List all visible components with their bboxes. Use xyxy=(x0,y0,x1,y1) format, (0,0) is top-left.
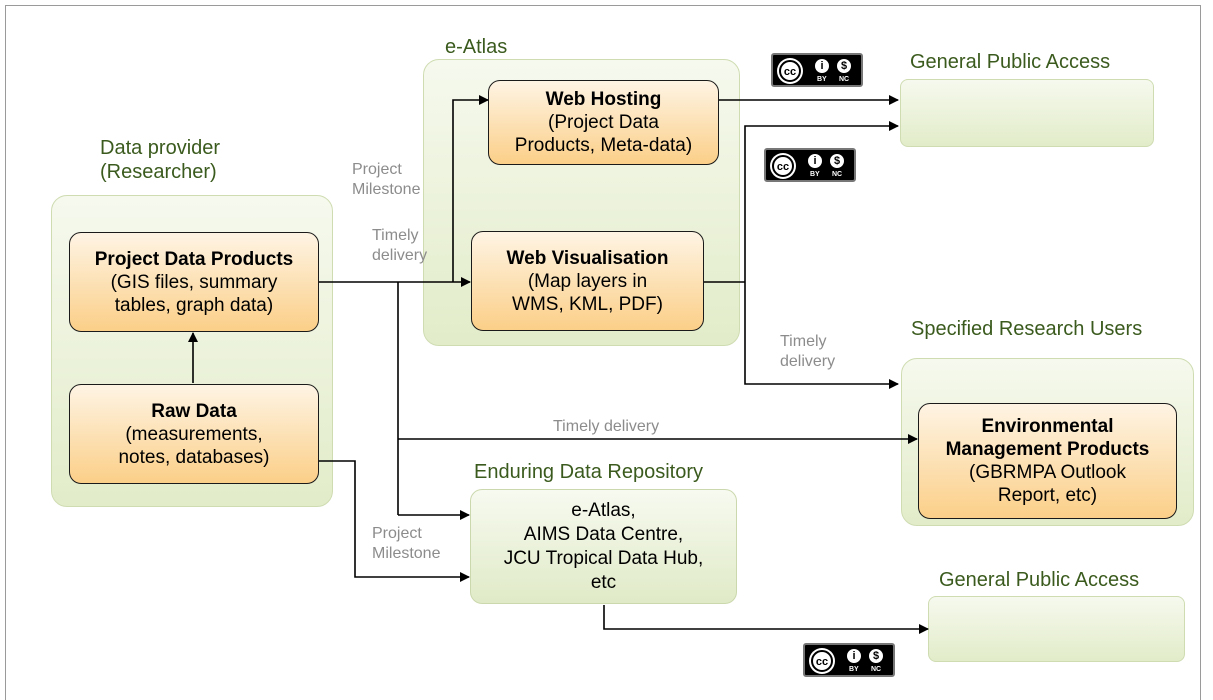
cc-symbol: cc xyxy=(772,155,794,177)
web-hosting-body: (Project Data Products, Meta-data) xyxy=(514,112,693,156)
general-public-group-2 xyxy=(928,596,1185,662)
web-hosting-title: Web Hosting xyxy=(545,89,662,110)
env-management-box: Environmental Management Products (GBRMP… xyxy=(918,403,1177,519)
edge-repo-to-public xyxy=(603,605,929,634)
by-symbol: i xyxy=(813,57,831,75)
e-atlas-label: e-Atlas xyxy=(445,36,508,58)
web-hosting-box: Web Hosting (Project Data Products, Meta… xyxy=(488,80,719,165)
env-mgmt-title: Environmental Management Products xyxy=(945,416,1150,460)
nc-text: NC xyxy=(832,171,843,178)
project-data-title: Project Data Products xyxy=(94,248,294,270)
cc-symbol: cc xyxy=(779,60,801,82)
general-public-label-2: General Public Access xyxy=(939,569,1140,591)
cc-by-nc-license-icon: cc i $ BY NC xyxy=(771,53,863,87)
enduring-repo-box: e-Atlas, AIMS Data Centre, JCU Tropical … xyxy=(470,489,737,604)
by-text: BY xyxy=(849,666,859,673)
project-data-products-box: Project Data Products (GIS files, summar… xyxy=(69,232,319,332)
project-data-body: (GIS files, summary tables, graph data) xyxy=(110,271,278,316)
nc-symbol: $ xyxy=(867,647,885,665)
general-public-label-1: General Public Access xyxy=(910,51,1111,73)
web-vis-body: (Map layers in WMS, KML, PDF) xyxy=(512,270,663,315)
raw-data-title: Raw Data xyxy=(151,400,237,422)
web-visualisation-box: Web Visualisation (Map layers in WMS, KM… xyxy=(471,231,704,331)
project-milestone-label-2: Project Milestone xyxy=(372,525,441,562)
timely-delivery-label-2: Timely delivery xyxy=(780,333,836,370)
timely-delivery-label-3: Timely delivery xyxy=(553,418,660,435)
raw-data-body: (measurements, notes, databases) xyxy=(118,423,270,468)
by-symbol: i xyxy=(845,647,863,665)
data-provider-label: Data provider (Researcher) xyxy=(100,137,221,183)
enduring-repo-label: Enduring Data Repository xyxy=(474,461,704,483)
raw-data-box: Raw Data (measurements, notes, databases… xyxy=(69,384,319,484)
edge-raw-to-repo xyxy=(318,460,470,582)
web-vis-title: Web Visualisation xyxy=(506,247,669,269)
by-text: BY xyxy=(817,76,827,83)
nc-symbol: $ xyxy=(828,152,846,170)
cc-symbol: cc xyxy=(811,650,833,672)
diagram-frame xyxy=(5,5,1201,700)
repo-list: e-Atlas, AIMS Data Centre, JCU Tropical … xyxy=(503,499,704,593)
cc-by-nc-license-icon: cc i $ BY NC xyxy=(764,148,856,182)
specified-research-label: Specified Research Users xyxy=(911,318,1143,340)
cc-by-nc-license-icon: cc i $ BY NC xyxy=(803,643,895,677)
edge-to-webhosting xyxy=(452,95,489,282)
nc-symbol: $ xyxy=(835,57,853,75)
by-text: BY xyxy=(810,171,820,178)
timely-delivery-label-1: Timely delivery xyxy=(372,227,428,264)
nc-text: NC xyxy=(839,76,850,83)
edge-webvis-to-public xyxy=(744,121,899,282)
general-public-group-1 xyxy=(900,79,1154,147)
by-symbol: i xyxy=(806,152,824,170)
env-mgmt-body: (GBRMPA Outlook Report, etc) xyxy=(969,462,1126,506)
edge-webvis-to-research xyxy=(744,282,899,389)
project-milestone-label-1: Project Milestone xyxy=(352,161,421,198)
nc-text: NC xyxy=(871,666,882,673)
